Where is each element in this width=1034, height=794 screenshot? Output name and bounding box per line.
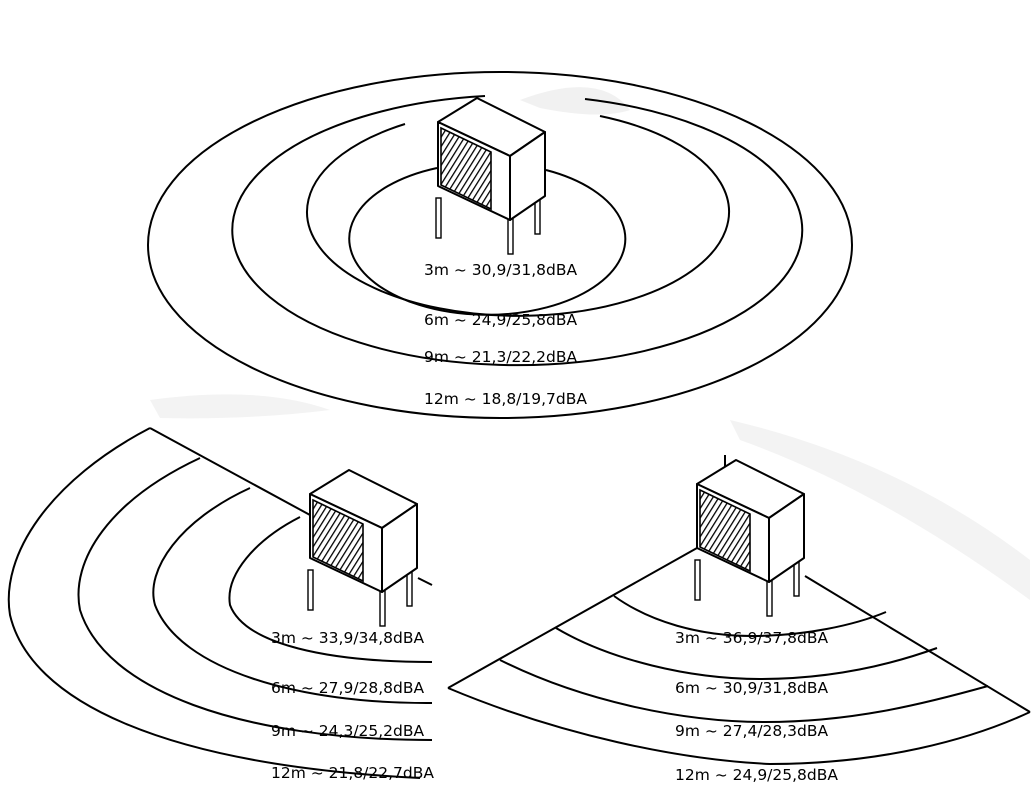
radius-12m-arc xyxy=(7,427,421,779)
smudge-mark xyxy=(520,87,630,115)
label-3m: 3m ~ 30,9/31,8dBA xyxy=(424,261,578,279)
radius-3m-arc xyxy=(228,516,433,663)
wall-line xyxy=(447,547,698,689)
wall-line xyxy=(149,427,311,516)
label-12m: 12m ~ 18,8/19,7dBA xyxy=(424,390,587,408)
radius-6m-arc xyxy=(555,627,938,681)
radius-6m-arc xyxy=(152,487,433,705)
label-12m: 12m ~ 24,9/25,8dBA xyxy=(675,766,838,784)
label-9m: 9m ~ 24,3/25,2dBA xyxy=(271,722,425,740)
wall-line xyxy=(804,575,1031,713)
radius-6m-ring xyxy=(306,115,730,317)
radius-9m-arc xyxy=(499,659,989,724)
label-9m: 9m ~ 27,4/28,3dBA xyxy=(675,722,829,740)
label-6m: 6m ~ 30,9/31,8dBA xyxy=(675,679,829,697)
label-3m: 3m ~ 33,9/34,8dBA xyxy=(271,629,425,647)
smudge-mark xyxy=(730,420,1030,600)
heat-pump-unit xyxy=(435,97,546,255)
scenario-against-wall: 3m ~ 33,9/34,8dBA 6m ~ 27,9/28,8dBA 9m ~… xyxy=(7,427,434,782)
label-12m: 12m ~ 21,8/22,7dBA xyxy=(271,764,434,782)
scenario-free-field: 3m ~ 30,9/31,8dBA 6m ~ 24,9/25,8dBA 9m ~… xyxy=(147,71,853,419)
label-9m: 9m ~ 21,3/22,2dBA xyxy=(424,348,578,366)
label-6m: 6m ~ 24,9/25,8dBA xyxy=(424,311,578,329)
radius-3m-ring xyxy=(348,167,627,316)
smudge-mark xyxy=(150,394,330,419)
radius-12m-ring xyxy=(147,71,853,419)
label-3m: 3m ~ 36,9/37,8dBA xyxy=(675,629,829,647)
label-6m: 6m ~ 27,9/28,8dBA xyxy=(271,679,425,697)
heat-pump-unit xyxy=(307,469,418,627)
radius-12m-arc xyxy=(447,687,1031,766)
wall-line xyxy=(417,577,433,586)
radius-9m-arc xyxy=(77,457,433,741)
heat-pump-unit xyxy=(694,459,805,617)
radius-9m-ring xyxy=(231,95,804,367)
scenario-corner: 3m ~ 36,9/37,8dBA 6m ~ 30,9/31,8dBA 9m ~… xyxy=(447,455,1031,784)
radius-3m-arc xyxy=(613,595,887,638)
